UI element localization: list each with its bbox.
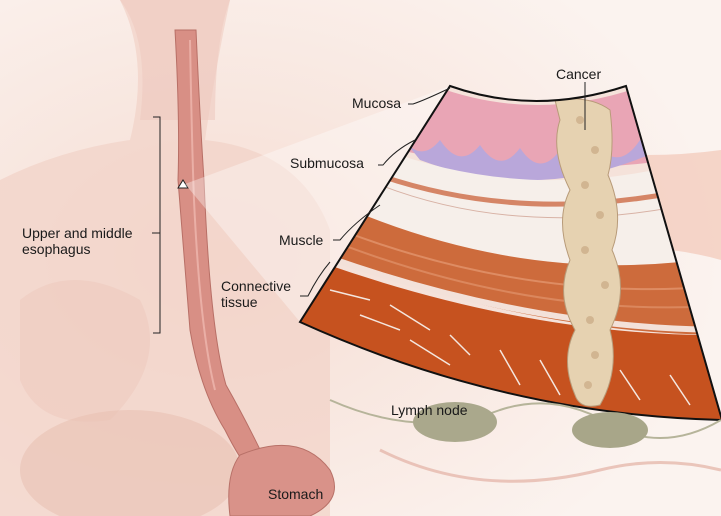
label-submucosa: Submucosa	[290, 155, 364, 171]
label-muscle: Muscle	[279, 232, 323, 248]
label-upper-middle-esophagus: Upper and middle esophagus	[22, 225, 157, 257]
lymph-node-right	[572, 412, 648, 448]
label-stomach: Stomach	[268, 486, 323, 502]
label-connective-tissue: Connective tissue	[221, 278, 301, 310]
label-lymph-node: Lymph node	[391, 402, 468, 418]
label-cancer: Cancer	[556, 66, 601, 82]
label-mucosa: Mucosa	[352, 95, 401, 111]
